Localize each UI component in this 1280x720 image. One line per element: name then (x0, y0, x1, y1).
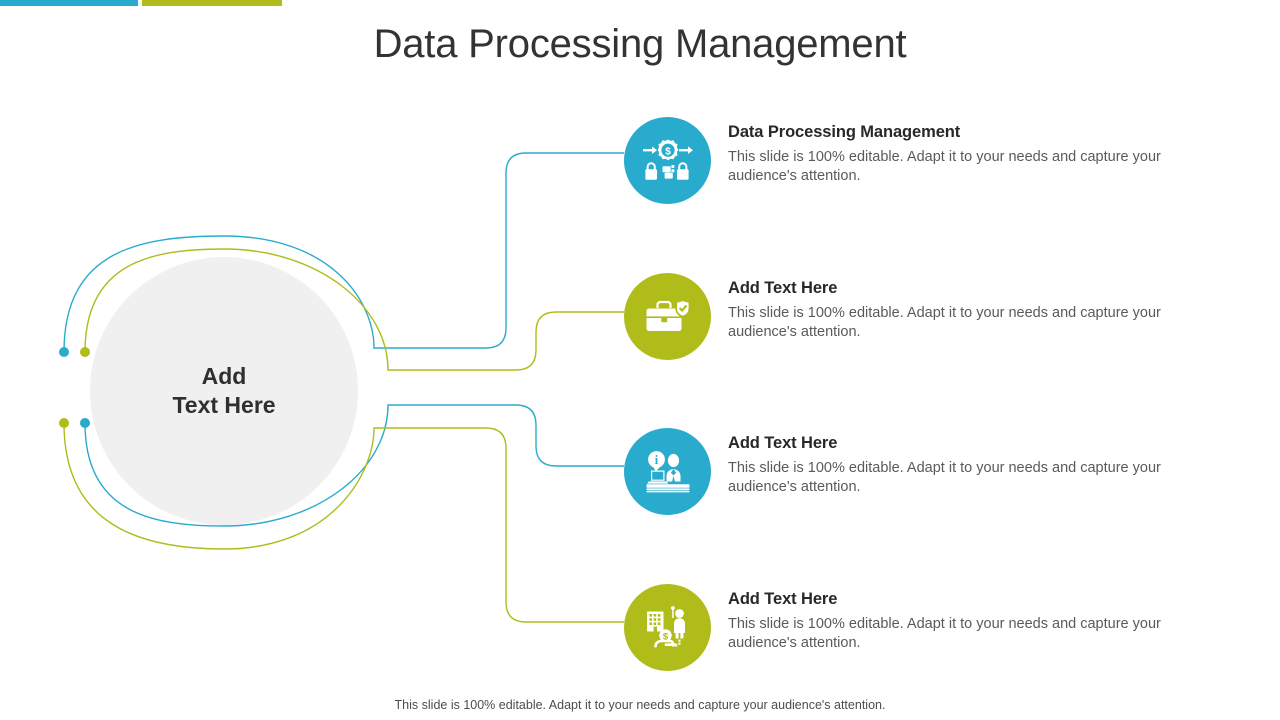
svg-text:$: $ (665, 146, 671, 157)
hub-label: Add Text Here (172, 362, 276, 418)
content-item-3[interactable]: i Add Text Here This slide is 100% edita… (624, 428, 1224, 516)
content-item-4-body: This slide is 100% editable. Adapt it to… (728, 616, 1161, 652)
top-bar-olive (142, 0, 282, 6)
content-item-3-text: Add Text Here This slide is 100% editabl… (728, 434, 1210, 498)
content-item-2-body: This slide is 100% editable. Adapt it to… (728, 305, 1161, 341)
content-item-3-body: This slide is 100% editable. Adapt it to… (728, 460, 1161, 496)
content-item-1-text: Data Processing Management This slide is… (728, 123, 1210, 187)
business-investment-icon: $ (624, 584, 711, 671)
footer-note: This slide is 100% editable. Adapt it to… (394, 698, 886, 712)
svg-text:$: $ (662, 631, 668, 642)
content-item-2-heading: Add Text Here (728, 279, 838, 297)
connector-dot-3 (59, 418, 69, 428)
svg-text:i: i (654, 453, 658, 467)
top-bar-cyan (0, 0, 138, 6)
connector-dot-1 (59, 347, 69, 357)
content-item-1-body: This slide is 100% editable. Adapt it to… (728, 149, 1161, 185)
page-title: Data Processing Management (373, 22, 907, 66)
content-item-3-heading: Add Text Here (728, 434, 838, 452)
connector-dot-4 (80, 418, 90, 428)
content-item-1[interactable]: $ Data Processing Management This slide … (624, 117, 1224, 205)
content-item-1-heading: Data Processing Management (728, 123, 961, 141)
top-accent-bars (0, 0, 1280, 6)
briefcase-shield-icon (624, 273, 711, 360)
content-item-4[interactable]: $ Add Text Here This slide is 100% edita… (624, 584, 1224, 672)
secure-transaction-icon: $ (624, 117, 711, 204)
content-item-4-heading: Add Text Here (728, 590, 838, 608)
content-item-2-text: Add Text Here This slide is 100% editabl… (728, 279, 1210, 343)
connector-dot-2 (80, 347, 90, 357)
information-desk-icon: i (624, 428, 711, 515)
content-item-4-text: Add Text Here This slide is 100% editabl… (728, 590, 1210, 654)
content-item-2[interactable]: Add Text Here This slide is 100% editabl… (624, 273, 1224, 361)
hub-circle[interactable]: Add Text Here (90, 257, 358, 525)
